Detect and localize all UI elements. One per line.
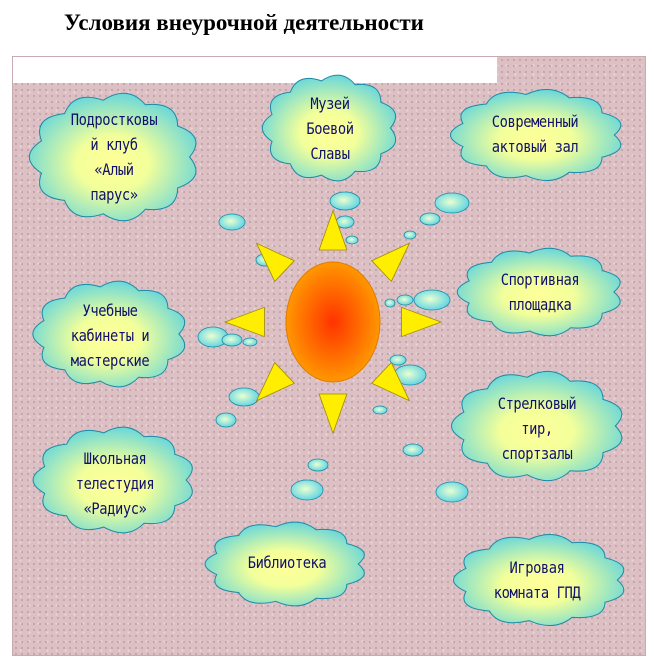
bubble bbox=[329, 191, 361, 211]
bubble bbox=[228, 387, 260, 407]
bubble bbox=[396, 294, 414, 306]
bubble bbox=[218, 213, 246, 231]
sun-ray bbox=[255, 242, 295, 283]
sun-ray bbox=[318, 393, 348, 435]
cloud-shooting-range bbox=[451, 370, 623, 482]
bubble bbox=[242, 337, 258, 347]
cloud-label-shooting-range: Стрелковый тир, спортзалы bbox=[497, 393, 577, 463]
sun bbox=[223, 209, 443, 435]
page-title: Условия внеурочной деятельности bbox=[64, 10, 424, 35]
sun-ray bbox=[318, 209, 348, 251]
sun-rays bbox=[223, 209, 443, 435]
sun-ray bbox=[401, 306, 443, 338]
bubble bbox=[384, 298, 396, 308]
cloud-label-library: Библиотека bbox=[247, 552, 327, 572]
cloud-label-assembly-hall: Современный актовый зал bbox=[491, 112, 579, 156]
cloud-label-teen-club: Подростковы й клуб «Алый парус» bbox=[70, 110, 158, 204]
sun-core bbox=[285, 261, 381, 383]
cloud-sports-ground bbox=[456, 247, 621, 337]
cloud-label-game-room: Игровая комната ГПД bbox=[493, 558, 581, 602]
bubble bbox=[372, 405, 388, 415]
connector-bubbles bbox=[197, 191, 470, 503]
cloud-tv-studio bbox=[32, 426, 193, 534]
cloud-shapes bbox=[28, 74, 625, 626]
sun-ray bbox=[371, 361, 411, 402]
cloud-label-sports-ground: Спортивная площадка bbox=[500, 270, 580, 314]
cloud-library bbox=[204, 521, 365, 607]
bubble bbox=[345, 235, 359, 245]
bubble bbox=[307, 458, 329, 472]
sun-ray bbox=[371, 242, 411, 283]
cloud-game-room bbox=[453, 534, 625, 626]
bubble bbox=[419, 212, 441, 226]
cloud-classrooms bbox=[32, 280, 186, 388]
bubble bbox=[215, 412, 237, 428]
cloud-label-tv-studio: Школьная телестудия «Радиус» bbox=[75, 448, 155, 518]
bubble bbox=[402, 443, 424, 457]
bubble bbox=[435, 481, 469, 503]
cloud-museum bbox=[261, 74, 397, 182]
bubble bbox=[290, 479, 324, 501]
bubble bbox=[403, 230, 417, 240]
cloud-assembly-hall bbox=[450, 89, 622, 181]
sun-ray bbox=[223, 306, 265, 338]
bubble bbox=[221, 333, 243, 347]
bubble bbox=[389, 354, 407, 366]
cloud-label-museum: Музей Боевой Славы bbox=[306, 93, 354, 163]
bubble bbox=[434, 192, 470, 214]
background-notch bbox=[13, 57, 497, 83]
bubble bbox=[413, 289, 451, 311]
cloud-teen-club bbox=[28, 92, 197, 222]
sun-ray bbox=[255, 361, 295, 402]
cloud-label-classrooms: Учебные кабинеты и мастерские bbox=[70, 300, 150, 370]
